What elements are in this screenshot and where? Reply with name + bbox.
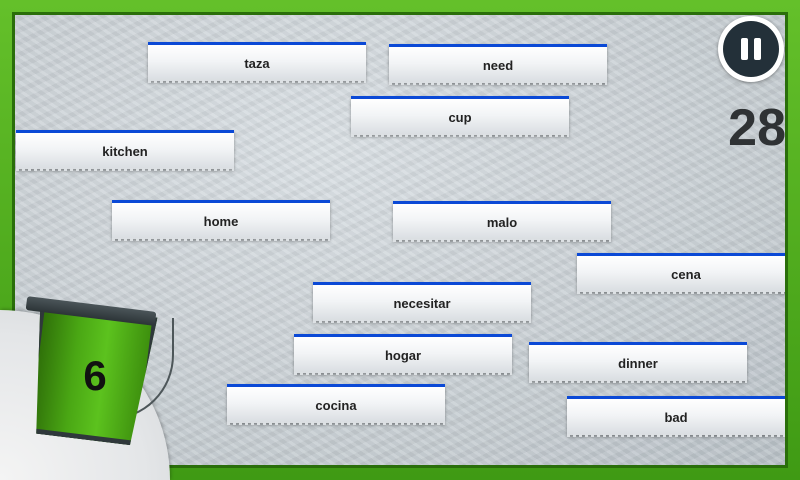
- word-card-label: malo: [486, 214, 518, 230]
- word-card-kitchen[interactable]: kitchen: [16, 130, 234, 171]
- word-card-label: cocina: [315, 397, 357, 413]
- word-card-label: hogar: [384, 347, 422, 363]
- word-card-necesitar[interactable]: necesitar: [313, 282, 531, 323]
- word-card-cup[interactable]: cup: [351, 96, 569, 137]
- word-card-label: cup: [448, 109, 472, 125]
- word-card-label: need: [482, 57, 514, 73]
- word-card-hogar[interactable]: hogar: [294, 334, 512, 375]
- word-card-label: taza: [244, 55, 270, 71]
- bucket-count: 6: [83, 352, 107, 399]
- word-card-dinner[interactable]: dinner: [529, 342, 747, 383]
- word-card-cocina[interactable]: cocina: [227, 384, 445, 425]
- word-card-label: bad: [664, 409, 688, 425]
- bucket-icon: 6: [22, 290, 182, 470]
- word-card-label: cena: [671, 266, 701, 282]
- word-card-label: dinner: [618, 355, 658, 371]
- word-card-malo[interactable]: malo: [393, 201, 611, 242]
- word-card-label: home: [203, 213, 239, 229]
- word-card-bad[interactable]: bad: [567, 396, 785, 437]
- word-card-taza[interactable]: taza: [148, 42, 366, 83]
- word-card-label: necesitar: [393, 295, 451, 311]
- pause-icon: [723, 21, 779, 77]
- word-card-home[interactable]: home: [112, 200, 330, 241]
- pause-button[interactable]: [718, 16, 784, 82]
- word-card-label: kitchen: [102, 143, 148, 159]
- word-card-need[interactable]: need: [389, 44, 607, 85]
- countdown-timer: 28: [728, 99, 786, 157]
- word-card-cena[interactable]: cena: [577, 253, 785, 294]
